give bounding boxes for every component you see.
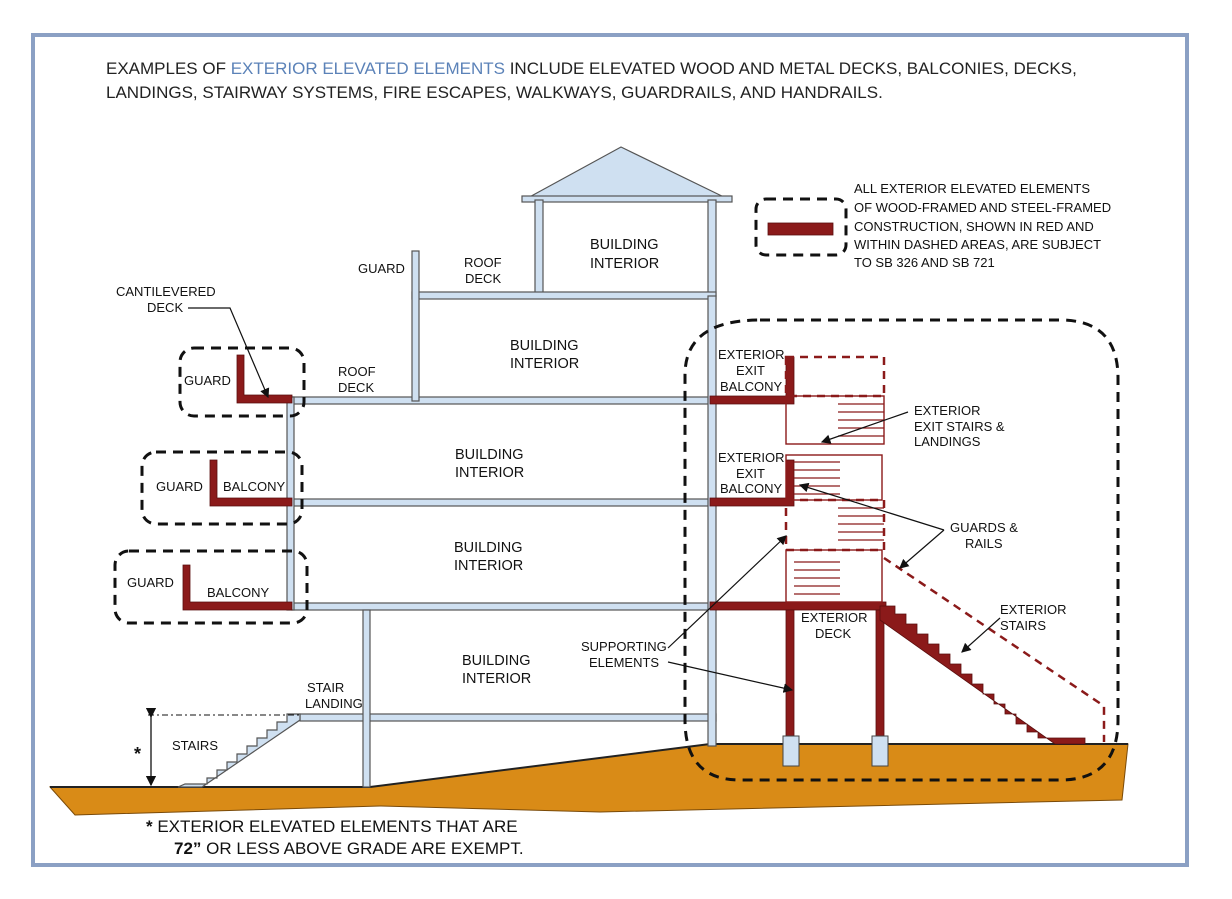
tower-column-right [707,199,717,297]
footnote: * EXTERIOR ELEVATED ELEMENTS THAT ARE 72… [146,816,524,860]
label-ext-deck-1: EXTERIOR [801,610,867,625]
label-guard-3: GUARD [127,575,174,590]
label-supporting-2: ELEMENTS [589,655,659,670]
exit-stair-landing-3 [785,549,883,603]
footnote-star: * [146,817,153,836]
label-balcony-2: BALCONY [223,479,285,494]
label-roof-deck-2: DECK [338,380,374,395]
label-cantilevered-2: DECK [147,300,183,315]
dashed-area-right [683,318,1120,782]
leader-cantilevered [188,307,270,399]
legend-line-4: WITHIN DASHED AREAS, ARE SUBJECT [854,237,1101,252]
label-exit-balcony-mid-1: EXTERIOR [718,450,784,465]
label-interior-2-2: INTERIOR [455,465,524,481]
label-roof-deck-top-2: DECK [465,271,501,286]
balcony-2 [182,564,293,611]
balcony-3 [209,459,293,507]
stair-landing-slab [299,713,717,722]
deck-post-left [785,609,795,737]
label-interior-top-1: BUILDING [590,237,659,253]
leader-supporting-2 [667,661,794,693]
leader-supporting-1 [667,535,787,649]
roof-eave [521,195,733,203]
label-guards-rails-2: RAILS [965,536,1003,551]
cantilevered-deck [236,354,293,404]
label-stair-landing-2: LANDING [305,696,363,711]
legend-line-3: CONSTRUCTION, SHOWN IN RED AND [854,219,1094,234]
label-stairs: STAIRS [172,738,218,753]
label-supporting-1: SUPPORTING [581,639,667,654]
deck-post-right [875,609,885,737]
leader-guards-1 [798,482,945,531]
label-ext-deck-2: DECK [815,626,851,641]
leader-exit-stairs [820,411,909,444]
label-interior-3-1: BUILDING [510,338,579,354]
label-interior-0-1: BUILDING [462,653,531,669]
label-exit-stairs-1: EXTERIOR [914,403,980,418]
footnote-line-1: * EXTERIOR ELEVATED ELEMENTS THAT ARE [146,816,524,838]
roof [523,146,731,201]
footnote-bold-72: 72” [174,839,202,858]
label-exit-balcony-top-2: EXIT [736,363,765,378]
label-balcony-3: BALCONY [207,585,269,600]
label-guards-rails-1: GUARDS & [950,520,1018,535]
intro-text: EXAMPLES OF EXTERIOR ELEVATED ELEMENTS I… [106,57,1166,105]
intro-suffix: INCLUDE ELEVATED WOOD AND METAL DECKS, B… [106,59,1077,102]
intro-highlight: EXTERIOR ELEVATED ELEMENTS [230,59,505,78]
label-exit-balcony-top-3: BALCONY [720,379,782,394]
footing-right [871,735,889,767]
footnote-line-2: 72” OR LESS ABOVE GRADE ARE EXEMPT. [146,838,524,860]
label-roof-deck-1: ROOF [338,364,376,379]
tower-column-left [534,199,544,297]
label-guard-2: GUARD [156,479,203,494]
label-roof-deck-top-1: ROOF [464,255,502,270]
column-lower [362,609,371,788]
label-interior-1-1: BUILDING [454,540,523,556]
dashed-area-balcony-2 [113,549,309,625]
floor-slab-2 [291,602,717,611]
label-asterisk: * [134,744,141,764]
floor-slab-4 [291,396,717,405]
leader-ext-stairs [961,617,1001,653]
label-guard-top: GUARD [358,261,405,276]
footnote-text-1: EXTERIOR ELEVATED ELEMENTS THAT ARE [152,817,518,836]
footnote-text-2: OR LESS ABOVE GRADE ARE EXEMPT. [201,839,524,858]
wall-right [707,295,717,747]
label-guard-1: GUARD [184,373,231,388]
label-interior-3-2: INTERIOR [510,356,579,372]
leader-guards-2 [899,529,945,569]
label-interior-0-2: INTERIOR [462,671,531,687]
label-exit-balcony-mid-2: EXIT [736,466,765,481]
label-exit-balcony-top-1: EXTERIOR [718,347,784,362]
label-ext-stairs-2: STAIRS [1000,618,1046,633]
exit-stair-tower-upper [784,355,886,398]
label-exit-balcony-mid-3: BALCONY [720,481,782,496]
exempt-stairs [177,713,301,788]
label-stair-landing-1: STAIR [307,680,344,695]
legend-red-swatch [767,222,834,236]
label-exit-stairs-3: LANDINGS [914,434,981,449]
label-interior-1-2: INTERIOR [454,558,523,574]
footing-left [782,735,800,767]
floor-slab-5 [411,291,717,300]
grade-line [50,743,1128,788]
floor-slab-3 [291,498,717,507]
exterior-stairs [879,605,1086,745]
stair-guard-dashed [883,556,1106,742]
legend-line-5: TO SB 326 AND SB 721 [854,255,995,270]
label-cantilevered-1: CANTILEVERED [116,284,216,299]
legend-dashed-box [754,197,848,257]
intro-prefix: EXAMPLES OF [106,59,231,78]
dashed-area-cantilevered [178,346,306,418]
label-interior-2-1: BUILDING [455,447,524,463]
wall-roof-guard [411,250,420,402]
legend-line-1: ALL EXTERIOR ELEVATED ELEMENTS [854,181,1090,196]
label-ext-stairs-1: EXTERIOR [1000,602,1066,617]
dashed-area-balcony-3 [140,450,304,526]
exterior-deck [709,601,887,611]
label-interior-top-2: INTERIOR [590,256,659,272]
label-exit-stairs-2: EXIT STAIRS & [914,419,1005,434]
legend-line-2: OF WOOD-FRAMED AND STEEL-FRAMED [854,200,1111,215]
